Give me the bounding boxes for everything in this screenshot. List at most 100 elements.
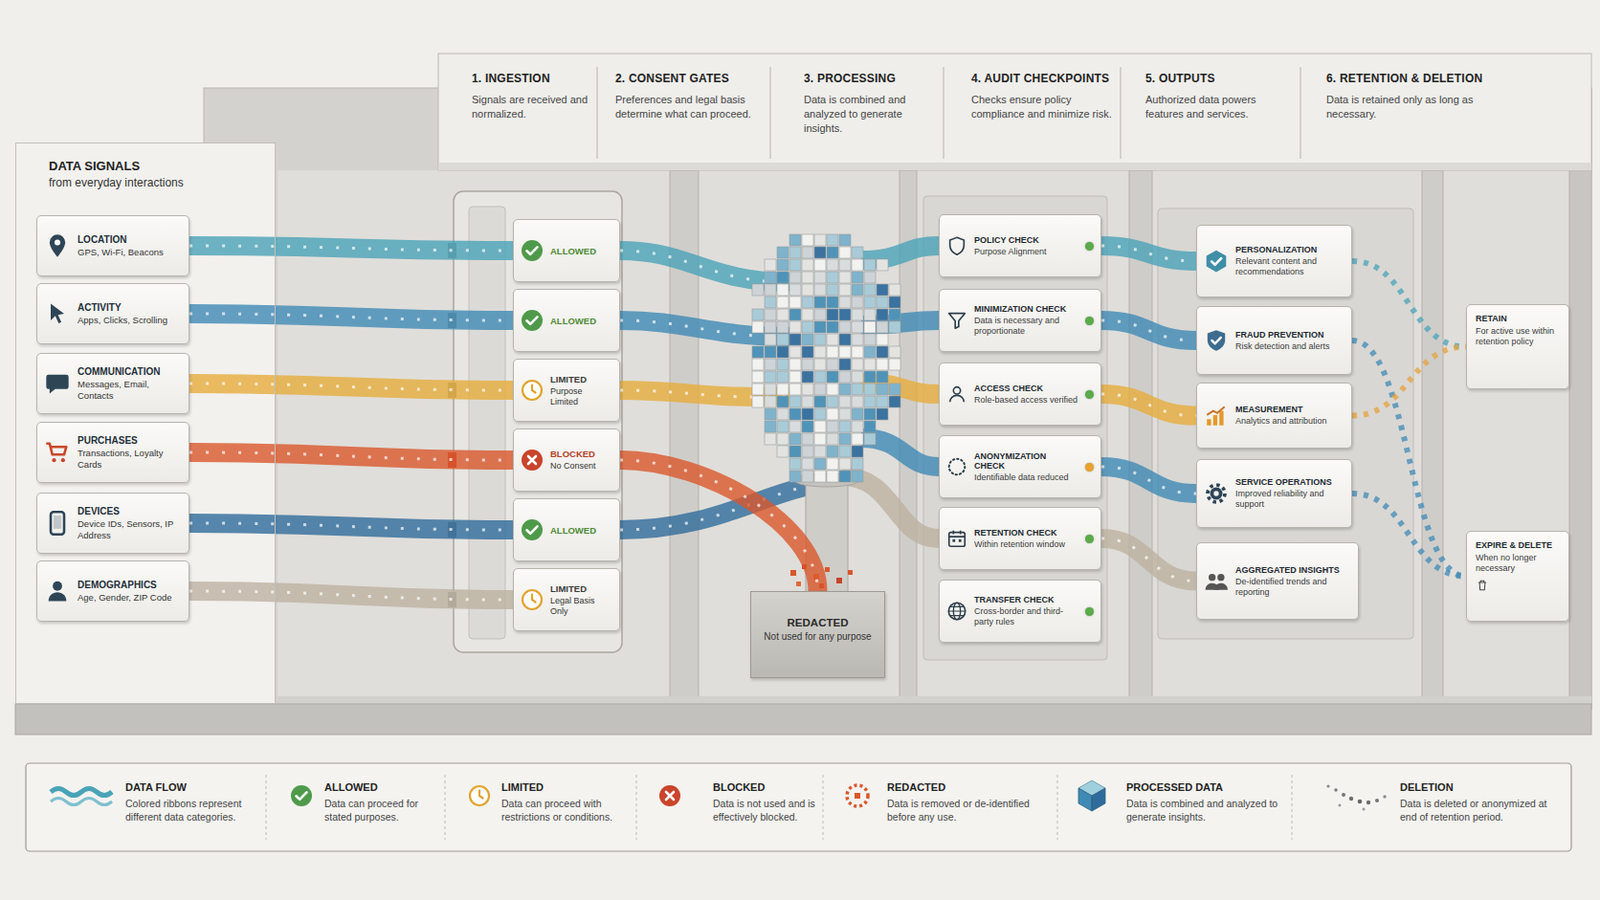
icon [53,515,62,530]
data-ribbon [189,245,513,251]
processing-cube [789,458,801,470]
icon [949,459,966,476]
icon [44,577,71,605]
processing-cube [814,408,826,421]
processing-cube [752,358,764,371]
icon [1203,328,1229,354]
flow-ribbon [620,320,790,337]
processing-cube [789,421,801,433]
icon [520,448,544,472]
processing-cube [801,333,814,346]
ribbon-band [1101,394,1197,417]
consent-gate: LIMITEDPurpose Limited [512,358,621,423]
node-heading: ALLOWED [550,245,613,257]
icon [946,383,968,405]
signal-card: ACTIVITYApps, Clicks, Scrolling [36,283,190,345]
legend-swatch [50,789,112,797]
legend-box [25,763,1572,852]
processing-cube [814,383,826,396]
processing-cube [851,433,864,445]
processing-cube [814,458,826,470]
processing-cube [839,396,851,408]
text-block: DEMOGRAPHICSAge, Gender, ZIP Code [77,579,182,603]
processing-cube [752,396,764,408]
node-heading: BLOCKED [550,448,613,460]
legend-swatch [1382,795,1386,799]
legend-item: REDACTEDData is removed or de-identified… [887,781,1052,824]
processing-cube [826,371,839,383]
stage-header: 1. INGESTIONSignals are received and nor… [471,71,595,160]
node-body: from everyday interactions [48,176,256,190]
processing-cube [789,396,801,408]
text-block: RETENTION CHECKWithin retention window [974,528,1079,551]
processing-cube [789,234,801,246]
processing-cube [876,296,889,309]
gate-cabinet [453,191,623,653]
icon [50,304,65,325]
icon [520,518,544,542]
icon [1203,569,1229,595]
processing-cube [801,421,814,433]
legend-swatch [846,785,868,807]
processing-cube [876,396,889,408]
node-heading: 4. AUDIT CHECKPOINTS [971,71,1120,86]
text-block: RETAINFor active use within retention po… [1475,313,1560,349]
text-block: LIMITEDPurpose Limited [550,374,613,408]
processing-cube [814,309,826,321]
gate-cabinet [468,206,506,640]
node-heading: EXPIRE & DELETE [1475,540,1560,551]
legend-box [25,763,1572,852]
processing-cube [801,259,814,271]
processing-cube [777,433,789,445]
node-heading: DEMOGRAPHICS [77,579,182,591]
icon [1208,573,1216,580]
processing-cube [789,346,801,358]
processing-cube [764,383,777,396]
processing-cube [801,396,814,408]
node-body: When no longer necessary [1475,553,1560,576]
legend-swatch [854,793,861,800]
processing-cube [826,383,839,396]
processing-cube [764,271,777,284]
text-block: MINIMIZATION CHECKData is necessary and … [974,304,1079,337]
processing-cube [851,296,864,309]
processing-cube [851,408,864,421]
header-band [438,162,1592,171]
node-heading: TRANSFER CHECK [974,595,1079,605]
processing-cube [826,408,839,421]
icon [1475,578,1489,593]
icon [44,577,71,605]
ribbon-dots [1101,538,1197,582]
processing-cube [851,333,864,346]
processing-cube [777,371,789,383]
processing-cube [864,333,876,346]
audit-panel [923,196,1108,661]
processing-cube [876,371,889,383]
icon [1203,569,1229,595]
output-box: SERVICE OPERATIONSImproved reliability a… [1196,459,1353,529]
processing-cube [864,271,876,284]
data-ribbon [1101,245,1197,262]
node-body: Data is combined and analyzed to generat… [803,92,938,136]
signal-card: DEVICESDevice IDs, Sensors, IP Address [36,492,190,555]
icon [1213,490,1219,496]
redacted-fragments [836,577,843,584]
node-heading: DATA SIGNALS [48,158,256,174]
node-heading: SERVICE OPERATIONS [1235,477,1345,488]
processing-cube [764,358,777,371]
processing-cube [826,296,839,309]
redacted-bin: REDACTEDNot used for any purpose [750,591,886,679]
flow-ribbon [620,390,790,398]
icon [949,531,966,537]
icon [44,232,71,260]
icon [1206,406,1224,416]
processing-cube [826,284,839,296]
icon [1211,337,1221,344]
ribbon-band [1101,320,1197,341]
processing-cube [789,259,801,271]
stage-header: 6. RETENTION & DELETIONData is retained … [1326,71,1491,160]
legend-swatch [666,792,674,800]
processing-cube [752,234,901,483]
node-heading: ALLOWED [550,315,613,327]
processing-cube [814,246,826,259]
